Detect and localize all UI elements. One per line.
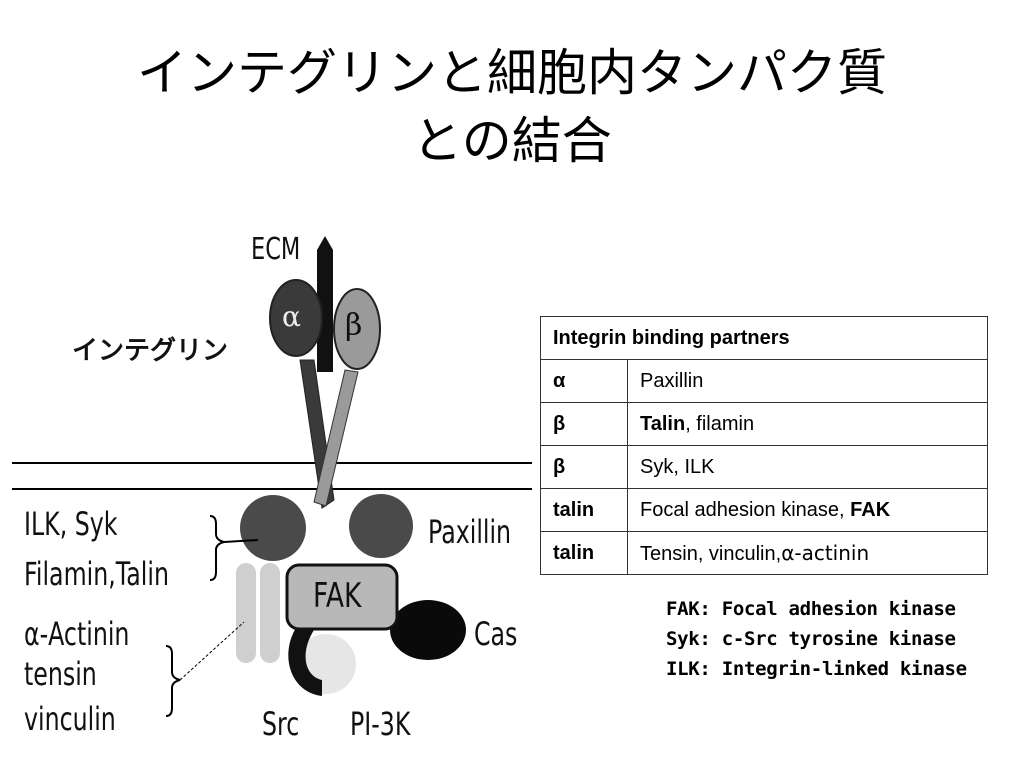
bracket-group1 bbox=[209, 515, 225, 581]
talin-globule-left bbox=[240, 495, 306, 561]
label-paxillin: Paxillin bbox=[428, 513, 512, 551]
partner-text-bold: FAK bbox=[850, 498, 891, 521]
label-fak: FAK bbox=[313, 576, 362, 616]
label-vinculin: vinculin bbox=[24, 700, 116, 738]
bracket-group2 bbox=[165, 645, 181, 717]
cas-globule bbox=[390, 600, 466, 660]
ecm-label: ECM bbox=[251, 232, 301, 267]
table-row: β Talin, filamin bbox=[540, 402, 988, 446]
table-header: Integrin binding partners bbox=[540, 316, 988, 360]
subunit-cell: talin bbox=[540, 488, 628, 532]
table-row: talin Focal adhesion kinase, FAK bbox=[540, 488, 988, 532]
label-tensin: tensin bbox=[24, 655, 97, 693]
label-cas: Cas bbox=[474, 615, 518, 653]
partners-cell: Paxillin bbox=[627, 359, 988, 403]
page-title-line1: インテグリンと細胞内タンパク質 bbox=[137, 44, 887, 102]
subunit-cell: β bbox=[540, 445, 628, 489]
fak-box bbox=[285, 563, 399, 631]
subunit-cell: β bbox=[540, 402, 628, 446]
alpha-symbol: α bbox=[282, 300, 301, 333]
table-header-row: Integrin binding partners bbox=[540, 316, 988, 360]
partner-text-greek: α-actinin bbox=[781, 540, 870, 565]
page-title-line2: との結合 bbox=[412, 112, 612, 170]
subunit-cell: talin bbox=[540, 531, 628, 575]
partner-text: Syk, ILK bbox=[640, 455, 715, 478]
table-row: β Syk, ILK bbox=[540, 445, 988, 489]
label-filamin-talin: Filamin,Talin bbox=[24, 555, 169, 593]
connector-group1 bbox=[223, 539, 259, 543]
table-row: α Paxillin bbox=[540, 359, 988, 403]
binding-partners-table: Integrin binding partners α Paxillin β T… bbox=[540, 316, 988, 575]
connector-group2 bbox=[179, 621, 245, 681]
subunit-cell: α bbox=[540, 359, 628, 403]
alpha-subunit-head bbox=[269, 279, 323, 357]
integrin-label: インテグリン bbox=[72, 336, 229, 366]
label-src: Src bbox=[262, 705, 300, 743]
actinin-bar-right bbox=[260, 563, 280, 663]
label-pi3k: PI-3K bbox=[350, 705, 411, 743]
label-ilk-syk: ILK, Syk bbox=[24, 505, 118, 543]
abbreviation-syk: Syk: c-Src tyrosine kinase bbox=[666, 628, 956, 650]
ecm-bar bbox=[317, 236, 333, 372]
label-actinin: α-Actinin bbox=[24, 615, 130, 653]
partner-text: Focal adhesion kinase, bbox=[640, 498, 851, 521]
beta-symbol: β bbox=[345, 308, 363, 343]
partners-cell: Focal adhesion kinase, FAK bbox=[627, 488, 988, 532]
beta-subunit-head bbox=[333, 288, 381, 370]
abbreviation-ilk: ILK: Integrin-linked kinase bbox=[666, 658, 967, 680]
partner-text-bold: Talin bbox=[640, 412, 686, 435]
partners-cell: Syk, ILK bbox=[627, 445, 988, 489]
partners-cell: Tensin, vinculin,α-actinin bbox=[627, 531, 988, 575]
abbreviation-fak: FAK: Focal adhesion kinase bbox=[666, 598, 956, 620]
actinin-bar-left bbox=[236, 563, 256, 663]
partner-text: Tensin, vinculin, bbox=[640, 542, 782, 565]
beta-stalk bbox=[313, 369, 359, 507]
partner-text: , filamin bbox=[685, 412, 755, 435]
partners-cell: Talin, filamin bbox=[627, 402, 988, 446]
table-row: talin Tensin, vinculin,α-actinin bbox=[540, 531, 988, 575]
paxillin-globule bbox=[349, 494, 413, 558]
partner-text: Paxillin bbox=[640, 369, 704, 392]
src-hook bbox=[288, 622, 322, 696]
